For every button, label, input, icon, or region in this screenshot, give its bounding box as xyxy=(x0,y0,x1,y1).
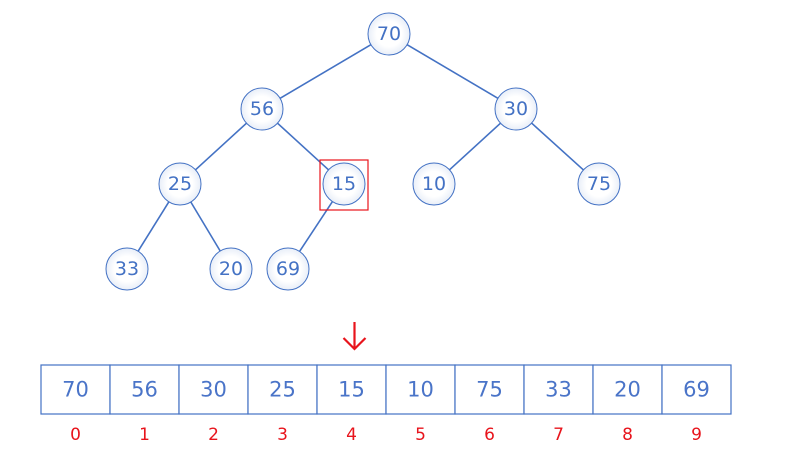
tree-node: 20 xyxy=(209,247,253,291)
array-cell-value: 10 xyxy=(407,378,434,402)
node-value: 33 xyxy=(115,258,139,280)
array-index-label: 5 xyxy=(415,425,426,445)
node-circle xyxy=(266,247,310,291)
array-index-label: 8 xyxy=(622,425,633,445)
node-circle xyxy=(412,162,456,206)
node-value: 75 xyxy=(587,173,611,195)
down-arrow-icon xyxy=(342,322,367,351)
tree-node: 10 xyxy=(412,162,456,206)
tree-edge xyxy=(190,201,221,252)
array-cell-value: 33 xyxy=(545,378,572,402)
node-value: 25 xyxy=(168,173,192,195)
tree-edge xyxy=(298,201,334,252)
node-value: 70 xyxy=(377,23,401,45)
array-cell: 10 xyxy=(385,364,456,415)
node-circle xyxy=(240,87,284,131)
array-cell: 33 xyxy=(523,364,594,415)
heap-array: 70 0 56 1 30 2 25 3 15 4 10 5 75 6 33 7 20 8 69 9 xyxy=(40,364,732,445)
node-circle xyxy=(367,12,411,56)
array-index-label: 0 xyxy=(70,425,81,445)
highlight-marks xyxy=(319,159,369,351)
array-index-label: 6 xyxy=(484,425,495,445)
array-cell-value: 70 xyxy=(62,378,89,402)
array-cell-box xyxy=(385,364,456,415)
array-cell-value: 75 xyxy=(476,378,503,402)
array-cell-box xyxy=(247,364,318,415)
tree-node: 15 xyxy=(322,162,366,206)
tree-nodes: 70 56 30 25 15 10 75 33 20 69 xyxy=(105,12,621,291)
node-value: 56 xyxy=(250,98,274,120)
tree-node: 25 xyxy=(158,162,202,206)
tree-edges xyxy=(137,43,584,252)
array-cell-value: 30 xyxy=(200,378,227,402)
array-cell-value: 56 xyxy=(131,378,158,402)
node-value: 10 xyxy=(422,173,446,195)
array-cell-box xyxy=(523,364,594,415)
node-value: 69 xyxy=(276,258,300,280)
array-index-label: 7 xyxy=(553,425,564,445)
node-value: 15 xyxy=(332,173,356,195)
tree-node: 69 xyxy=(266,247,310,291)
array-cell: 25 xyxy=(247,364,318,415)
tree-edge xyxy=(194,122,248,171)
array-cell-value: 69 xyxy=(683,378,710,402)
tree-edge xyxy=(448,122,502,171)
highlight-box xyxy=(319,159,369,211)
array-cell: 20 xyxy=(592,364,663,415)
node-circle xyxy=(577,162,621,206)
array-cell: 70 xyxy=(40,364,111,415)
array-cell: 69 xyxy=(661,364,732,415)
array-index-label: 2 xyxy=(208,425,219,445)
tree-node: 56 xyxy=(240,87,284,131)
node-circle xyxy=(322,162,366,206)
tree-edge xyxy=(279,43,372,100)
array-index-label: 4 xyxy=(346,425,357,445)
array-index-label: 3 xyxy=(277,425,288,445)
array-cell: 30 xyxy=(178,364,249,415)
tree-node: 33 xyxy=(105,247,149,291)
array-cell-box xyxy=(661,364,732,415)
node-value: 20 xyxy=(219,258,243,280)
array-cell-value: 25 xyxy=(269,378,296,402)
node-circle xyxy=(158,162,202,206)
array-cell: 75 xyxy=(454,364,525,415)
array-cell: 56 xyxy=(109,364,180,415)
tree-node: 75 xyxy=(577,162,621,206)
array-cell-value: 15 xyxy=(338,378,365,402)
node-value: 30 xyxy=(504,98,528,120)
array-cell-box xyxy=(454,364,525,415)
tree-edge xyxy=(406,43,499,100)
node-circle xyxy=(494,87,538,131)
array-cell-box xyxy=(178,364,249,415)
tree-node: 30 xyxy=(494,87,538,131)
tree-edge xyxy=(137,201,170,252)
array-index-label: 9 xyxy=(691,425,702,445)
array-cell-box xyxy=(316,364,387,415)
tree-edge xyxy=(276,122,330,171)
tree-node: 70 xyxy=(367,12,411,56)
array-cell-value: 20 xyxy=(614,378,641,402)
node-circle xyxy=(105,247,149,291)
tree-edge xyxy=(531,122,584,171)
array-cell: 15 xyxy=(316,364,387,415)
array-index-label: 1 xyxy=(139,425,150,445)
node-circle xyxy=(209,247,253,291)
